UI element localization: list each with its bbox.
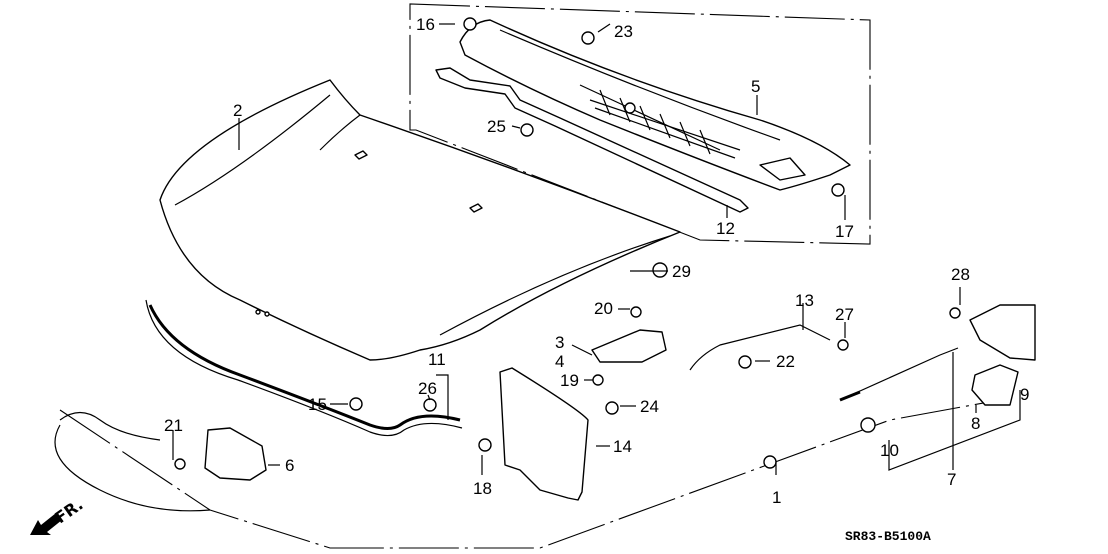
callout-13: 13 (795, 291, 814, 310)
callout-17: 17 (835, 222, 854, 241)
callout-18: 18 (473, 479, 492, 498)
callout-27: 27 (835, 305, 854, 324)
assembly-boundary (59, 3, 1001, 549)
hood-seal-rubber[interactable] (145, 299, 463, 437)
callout-12: 12 (716, 219, 735, 238)
callout-19: 19 (560, 371, 579, 390)
callout-22: 22 (776, 352, 795, 371)
diagram-code: SR83-B5100A (845, 529, 931, 544)
front-arrow-icon (30, 513, 62, 535)
callout-26: 26 (418, 379, 437, 398)
hood-support-rod[interactable] (689, 324, 831, 371)
callout-11: 11 (428, 350, 446, 369)
callout-3: 3 (555, 333, 564, 352)
cowl-seal-rubber[interactable] (435, 67, 749, 213)
callout-2: 2 (233, 101, 242, 120)
clips[interactable] (174, 17, 961, 470)
hood-hinge[interactable] (591, 329, 667, 363)
callout-7: 7 (947, 470, 956, 489)
callout-labels: 1 2 3 4 5 6 7 8 9 10 11 12 13 14 15 16 1… (164, 15, 1029, 507)
hood-lock[interactable] (204, 427, 267, 481)
callout-6: 6 (285, 456, 294, 475)
front-direction-indicator: FR. (30, 495, 87, 535)
callout-16: 16 (416, 15, 435, 34)
cowl-top[interactable] (459, 19, 851, 191)
callout-10: 10 (880, 441, 899, 460)
callout-23: 23 (614, 22, 633, 41)
hood-insulator[interactable] (499, 367, 589, 501)
callout-24: 24 (640, 397, 659, 416)
callout-20: 20 (594, 299, 613, 318)
callout-8: 8 (971, 414, 980, 433)
callout-28: 28 (951, 265, 970, 284)
callout-4: 4 (555, 352, 564, 371)
callout-5: 5 (751, 77, 760, 96)
callout-25: 25 (487, 117, 506, 136)
callout-29: 29 (672, 262, 691, 281)
hood-release-cable[interactable] (54, 347, 959, 512)
hood-panel[interactable] (159, 79, 681, 361)
release-handle[interactable] (969, 304, 1036, 406)
callout-14: 14 (613, 437, 632, 456)
leader-lines (172, 23, 1021, 475)
callout-1: 1 (772, 488, 781, 507)
callout-9: 9 (1020, 385, 1029, 404)
callout-15: 15 (308, 395, 327, 414)
callout-21: 21 (164, 416, 183, 435)
